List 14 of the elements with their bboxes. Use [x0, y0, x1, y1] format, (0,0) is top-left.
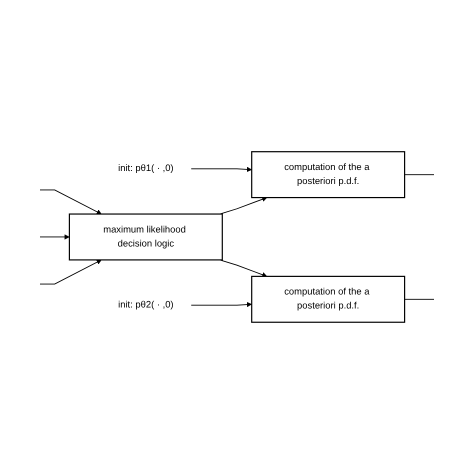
node-box: maximum likelihood decision logic — [68, 213, 223, 261]
node-text: init: pθ2( · ,0) — [118, 300, 174, 310]
arrow — [219, 259, 268, 278]
arrow — [190, 302, 252, 308]
arrow — [40, 260, 102, 284]
node-box: computation of the a posteriori p.d.f. — [251, 276, 406, 323]
node-box: computation of the a posteriori p.d.f. — [251, 151, 406, 198]
connector — [404, 174, 434, 176]
arrow — [219, 196, 268, 214]
node-text: init: pθ1( · ,0) — [118, 163, 174, 174]
connector — [404, 298, 434, 300]
arrow — [40, 234, 70, 240]
arrow — [40, 190, 102, 214]
arrow — [190, 166, 252, 172]
